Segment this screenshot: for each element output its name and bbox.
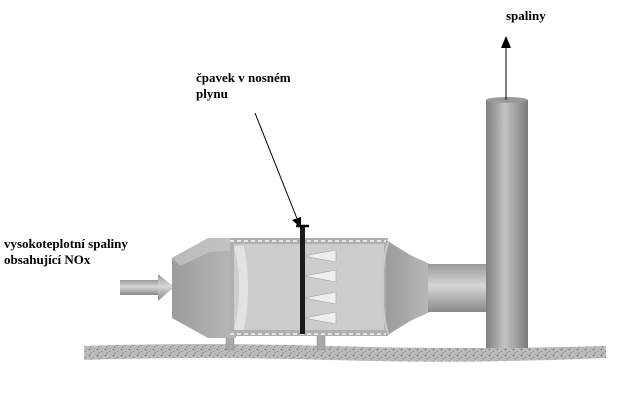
injection-pointer-arrow <box>254 112 301 228</box>
reactor-body <box>230 238 388 336</box>
inlet-label-line-2: obsahující NOx <box>4 252 91 267</box>
exhaust-out-label: spaliny <box>506 8 546 23</box>
spray-nozzles <box>303 249 337 325</box>
inlet-arrow <box>120 274 174 301</box>
inlet-gas-label: vysokoteplotní spaliny obsahující NOx <box>4 236 128 268</box>
exhaust-up-arrow <box>501 36 511 100</box>
ammonia-label-line-1: čpavek v nosném <box>196 70 291 85</box>
exhaust-stack <box>486 97 528 348</box>
inlet-label-line-1: vysokoteplotní spaliny <box>4 236 128 251</box>
outlet-cone <box>381 240 430 336</box>
ground-strip <box>84 344 606 362</box>
ammonia-injection-label: čpavek v nosném plynu <box>196 70 291 102</box>
ammonia-injection-lance <box>300 226 305 334</box>
connecting-duct <box>428 264 488 312</box>
ammonia-label-line-2: plynu <box>196 86 228 101</box>
